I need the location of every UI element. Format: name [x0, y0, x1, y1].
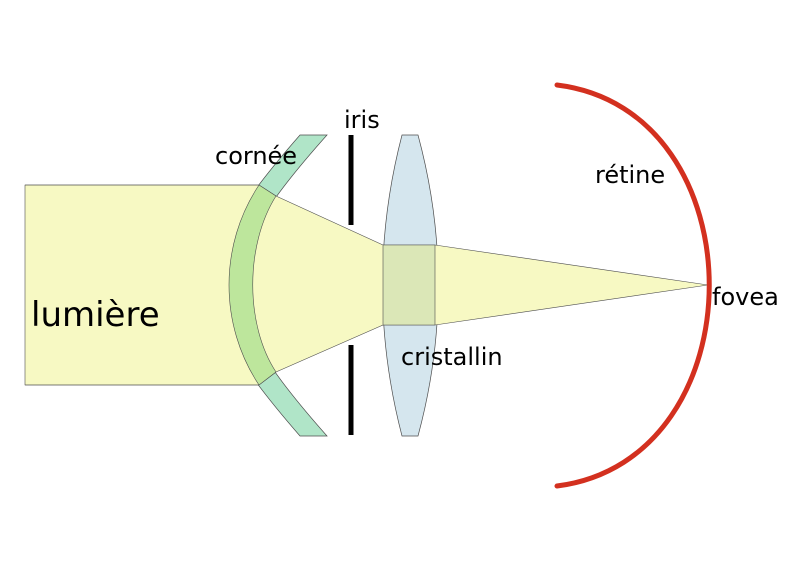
label-iris: iris	[344, 106, 380, 134]
cornea-light-overlap	[228, 184, 277, 386]
label-lumiere: lumière	[31, 295, 160, 335]
label-cristallin: cristallin	[401, 343, 503, 371]
label-fovea: fovea	[712, 283, 779, 311]
lens-light-overlap	[382, 244, 436, 326]
retina-arc	[554, 82, 712, 489]
label-retine: rétine	[595, 161, 665, 189]
label-cornee: cornée	[215, 142, 297, 170]
light-beam	[24, 184, 709, 386]
